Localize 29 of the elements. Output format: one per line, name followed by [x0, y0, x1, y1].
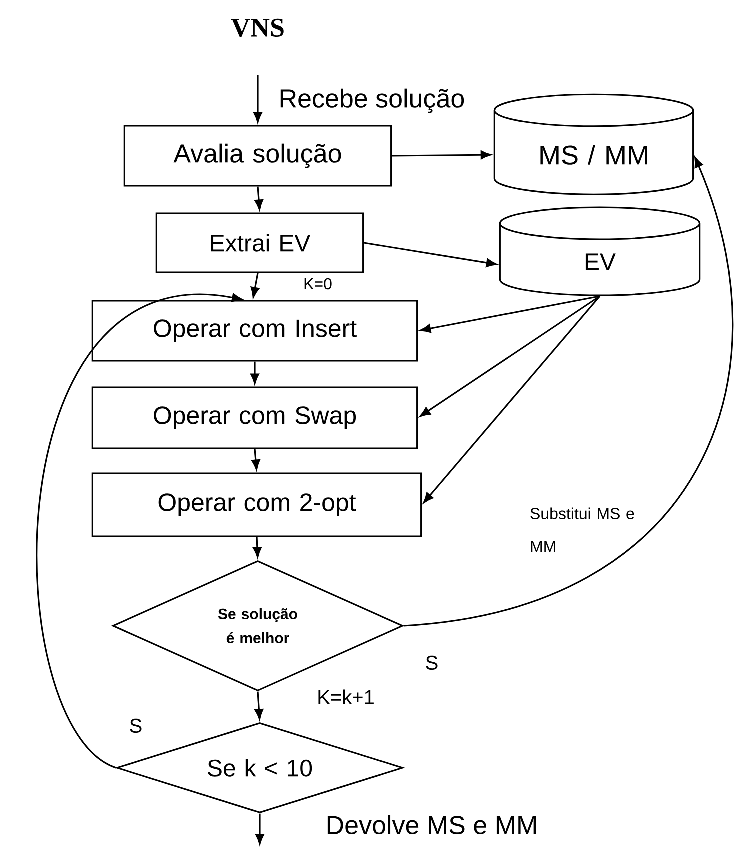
- edge-label: K=k+1: [318, 690, 374, 704]
- arrow: [253, 537, 262, 558]
- arrow: [254, 186, 264, 210]
- arrow: [256, 814, 264, 845]
- process-box: Operar com Insert: [92, 300, 418, 362]
- edge-label: Devolve MS e MM: [328, 815, 536, 835]
- arrow: [423, 296, 601, 504]
- arrow: [250, 362, 260, 384]
- edge-label: K=0: [304, 278, 332, 290]
- arrow: [254, 75, 262, 123]
- process-box: Operar com Swap: [92, 386, 418, 450]
- arrow: [404, 157, 734, 627]
- database-cylinder: EV: [499, 206, 701, 296]
- branch-label: S: [426, 656, 438, 670]
- process-box: Operar com 2-opt: [92, 472, 422, 538]
- arrow: [392, 150, 492, 160]
- arrow: [250, 273, 260, 298]
- edge-label: Recebe solução: [280, 88, 464, 114]
- arrow: [254, 692, 264, 720]
- edge-label: Substitui MS e MM: [530, 508, 634, 552]
- arrow: [36, 294, 243, 769]
- process-box: Avalia solução: [124, 125, 392, 187]
- arrow: [420, 296, 600, 418]
- arrow: [420, 296, 600, 334]
- arrow: [364, 242, 497, 268]
- process-box: Extrai EV: [156, 212, 364, 274]
- title: VNS: [231, 18, 284, 38]
- database-cylinder: MS / MM: [494, 94, 694, 196]
- arrow: [252, 449, 260, 470]
